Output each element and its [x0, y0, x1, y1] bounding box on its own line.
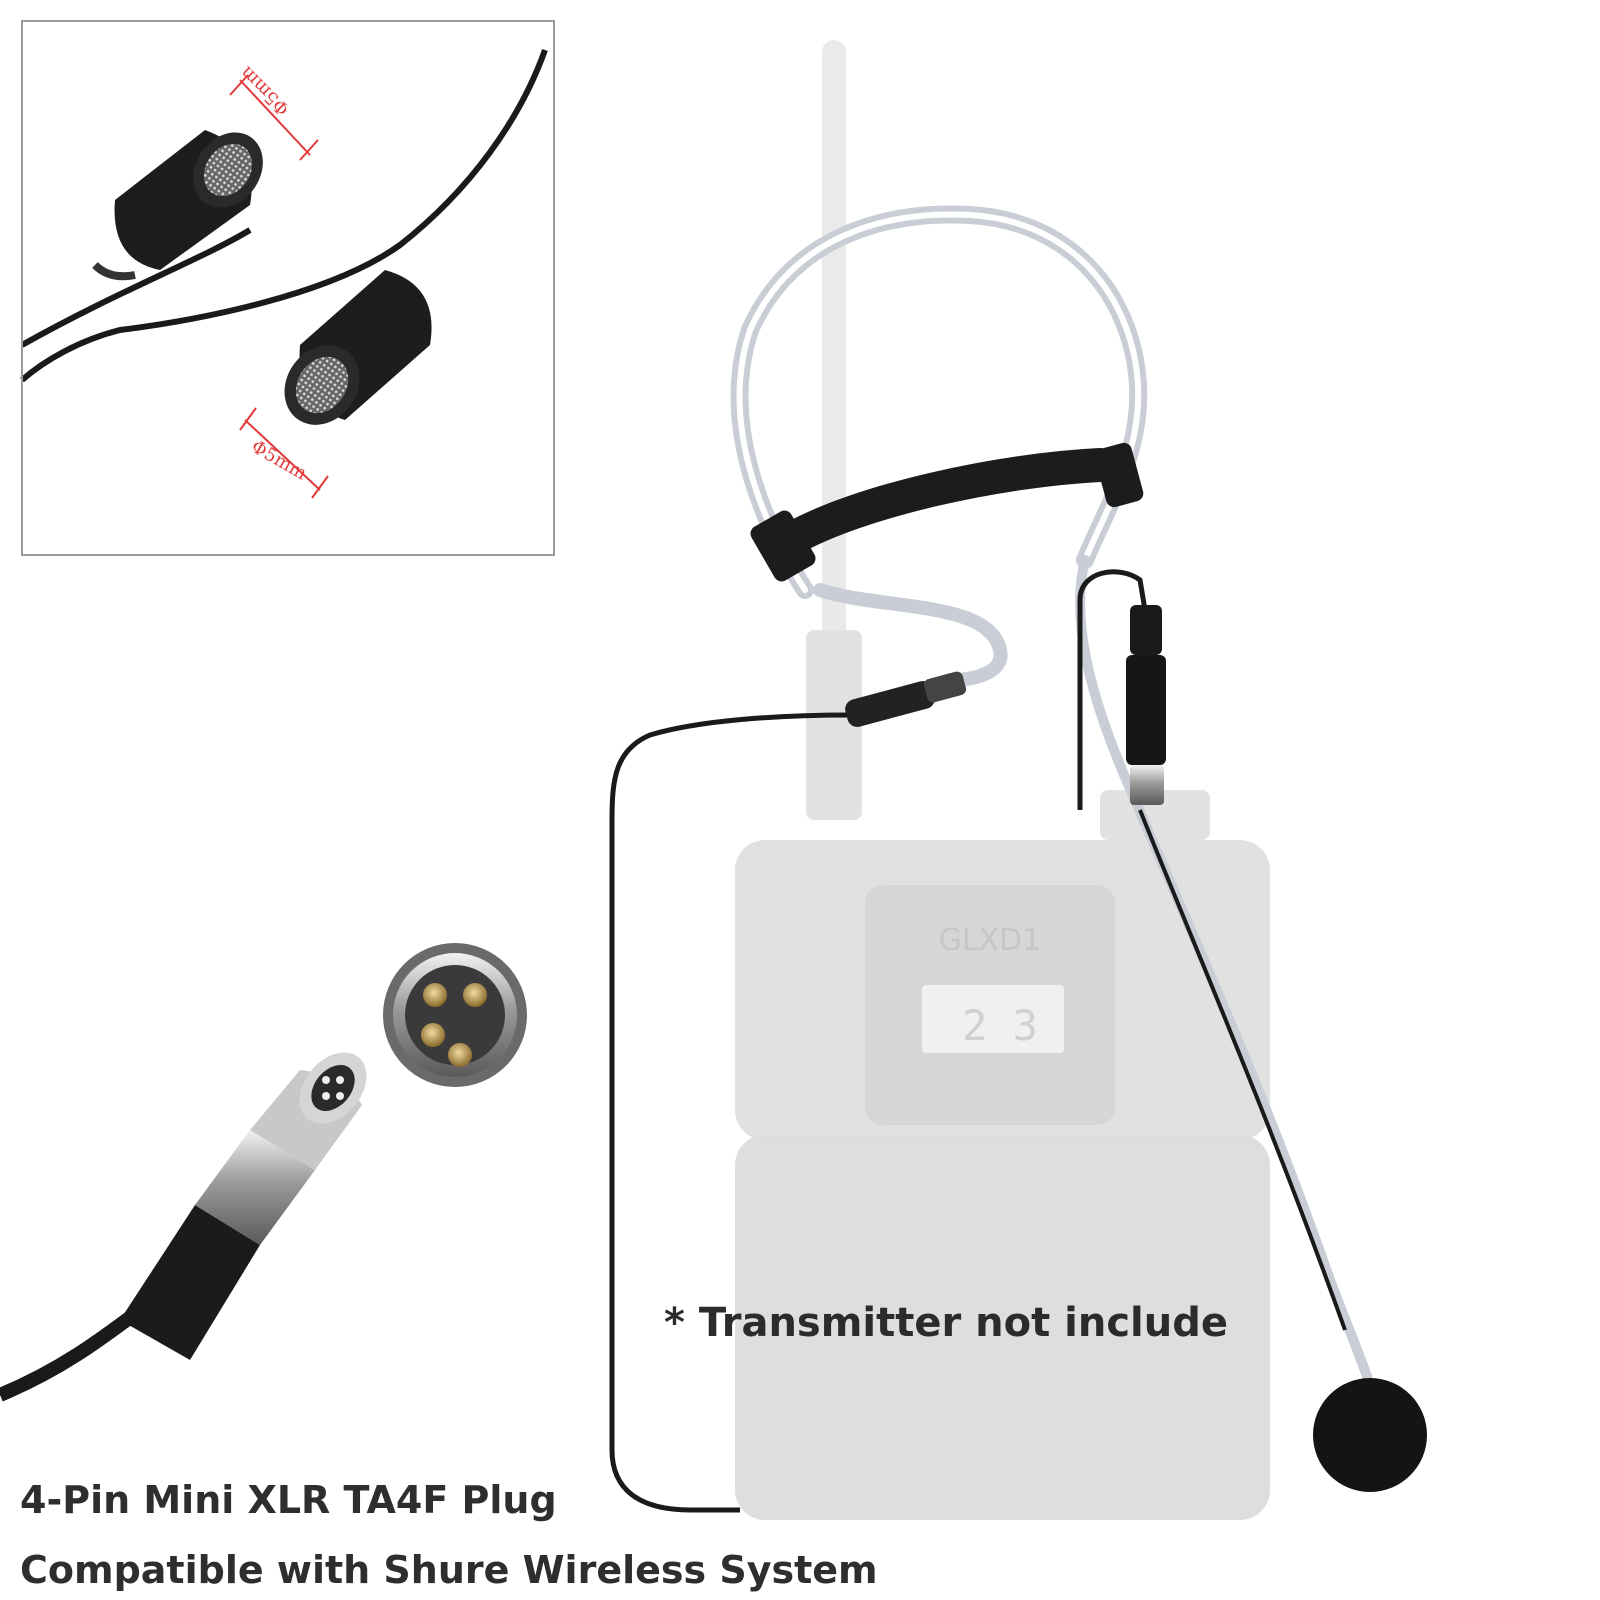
compatibility-caption: Compatible with Shure Wireless System	[20, 1548, 878, 1592]
ta4f-plug-closeup	[0, 1052, 367, 1402]
headset	[609, 205, 1375, 1513]
transmitter: GLXD1 2 3	[735, 40, 1270, 1520]
foam-windscreen	[1313, 1378, 1427, 1492]
transmitter-note: * Transmitter not include	[664, 1300, 1229, 1346]
inset-cable-left	[20, 227, 252, 348]
inset-capsule-detail: Φ5mm Φ5mm	[20, 48, 548, 499]
mini-plug-headband	[845, 671, 967, 727]
connector-caption: 4-Pin Mini XLR TA4F Plug	[20, 1478, 557, 1522]
ta4f-connector-attached	[1126, 605, 1166, 805]
headset-cable	[609, 712, 851, 1513]
transmitter-bottom	[735, 1135, 1270, 1520]
boom-arm	[1075, 555, 1375, 1390]
capsule-top	[92, 130, 263, 281]
dimension-lines	[229, 74, 329, 499]
transmitter-display-digits: 2 3	[962, 1001, 1038, 1050]
dimension-label-bottom: Φ5mm	[248, 436, 311, 484]
ta4f-pin-face	[383, 943, 527, 1087]
capsule-bottom	[284, 270, 432, 425]
dimension-label-top: Φ5mm	[236, 62, 294, 120]
plug-boot	[120, 1205, 260, 1360]
transmitter-model-label: GLXD1	[939, 923, 1042, 958]
transmitter-display	[922, 985, 1064, 1053]
foam-sleeve	[773, 448, 1117, 557]
antenna	[822, 40, 846, 640]
